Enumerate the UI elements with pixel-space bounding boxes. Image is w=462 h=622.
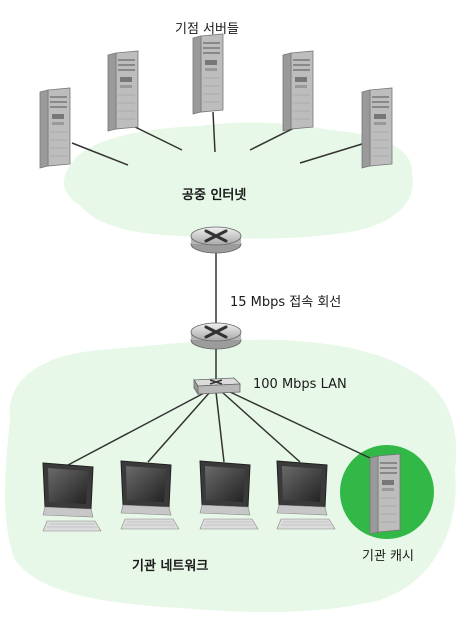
link-server-3 bbox=[212, 111, 216, 153]
institutional-network-label: 기관 네트워크 bbox=[132, 559, 209, 574]
link-pc-3 bbox=[215, 391, 225, 463]
internet-router bbox=[189, 225, 243, 255]
link-server-4 bbox=[249, 125, 299, 151]
link-pc-1 bbox=[67, 391, 207, 466]
origin-server-1 bbox=[39, 87, 71, 169]
link-pc-2 bbox=[147, 391, 211, 463]
public-internet-label: 공중 인터넷 bbox=[182, 188, 247, 203]
network-links bbox=[67, 111, 376, 466]
link-server-2 bbox=[134, 126, 183, 151]
lan-switch-icon bbox=[193, 377, 241, 396]
access-link-label: 15 Mbps 접속 회선 bbox=[230, 295, 342, 310]
public-internet-cloud bbox=[64, 122, 413, 239]
origin-server-2 bbox=[107, 50, 139, 132]
link-server-1 bbox=[71, 142, 129, 166]
link-pc-4 bbox=[221, 391, 301, 463]
institutional-router bbox=[189, 321, 243, 351]
origin-server-5 bbox=[361, 87, 393, 169]
institutional-cache-server bbox=[369, 453, 401, 535]
lan-label: 100 Mbps LAN bbox=[253, 377, 347, 392]
origin-server-4 bbox=[282, 50, 314, 132]
institutional-cache-label: 기관 캐시 bbox=[362, 549, 414, 564]
origin-server-3 bbox=[192, 33, 224, 115]
origin-servers-label: 기점 서버들 bbox=[175, 22, 239, 37]
link-cache bbox=[229, 391, 371, 459]
